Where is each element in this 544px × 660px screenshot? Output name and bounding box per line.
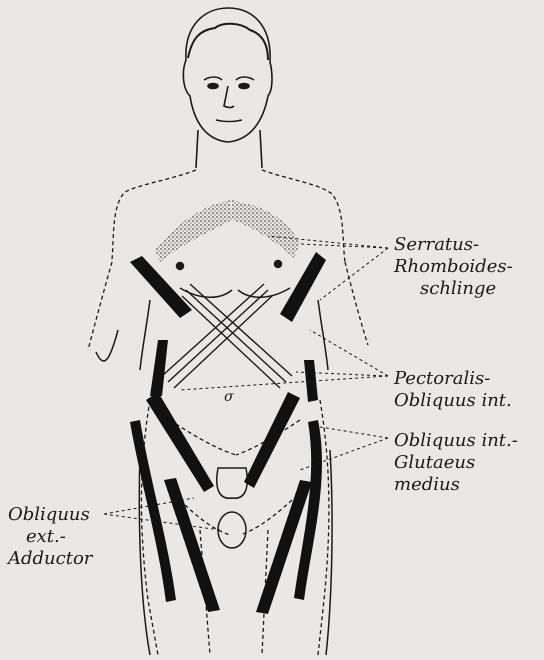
label-serratus-line-2: Rhomboides- — [394, 256, 513, 278]
label-pectoralis-obliquus: Pectoralis- Obliquus int. — [394, 368, 512, 412]
label-obliquus-int-line-1: Obliquus int.- — [394, 430, 518, 452]
label-obliquus-int-line-3: medius — [394, 474, 518, 496]
sling-black-bands — [130, 252, 326, 614]
label-obliquus-ext-line-3: Adductor — [8, 548, 104, 570]
label-pectoralis-line-2: Obliquus int. — [394, 390, 512, 412]
label-obliquus-ext-line-1: Obliquus — [8, 504, 104, 526]
label-serratus-line-3: schlinge — [394, 278, 513, 300]
head-outline — [183, 8, 272, 168]
navel-mark: σ — [224, 386, 234, 408]
label-obliquus-int-line-2: Glutaeus — [394, 452, 518, 474]
label-serratus-rhomboides: Serratus- Rhomboides- schlinge — [394, 234, 513, 300]
label-obliquus-int-glutaeus: Obliquus int.- Glutaeus medius — [394, 430, 518, 496]
body-dotted-outline — [88, 170, 368, 655]
label-obliquus-ext-line-2: ext.- — [8, 526, 104, 548]
label-obliquus-ext-adductor: Obliquus ext.- Adductor — [8, 504, 104, 570]
label-pectoralis-line-1: Pectoralis- — [394, 368, 512, 390]
serratus-rhomboides-region — [155, 200, 300, 262]
label-serratus-line-1: Serratus- — [394, 234, 513, 256]
